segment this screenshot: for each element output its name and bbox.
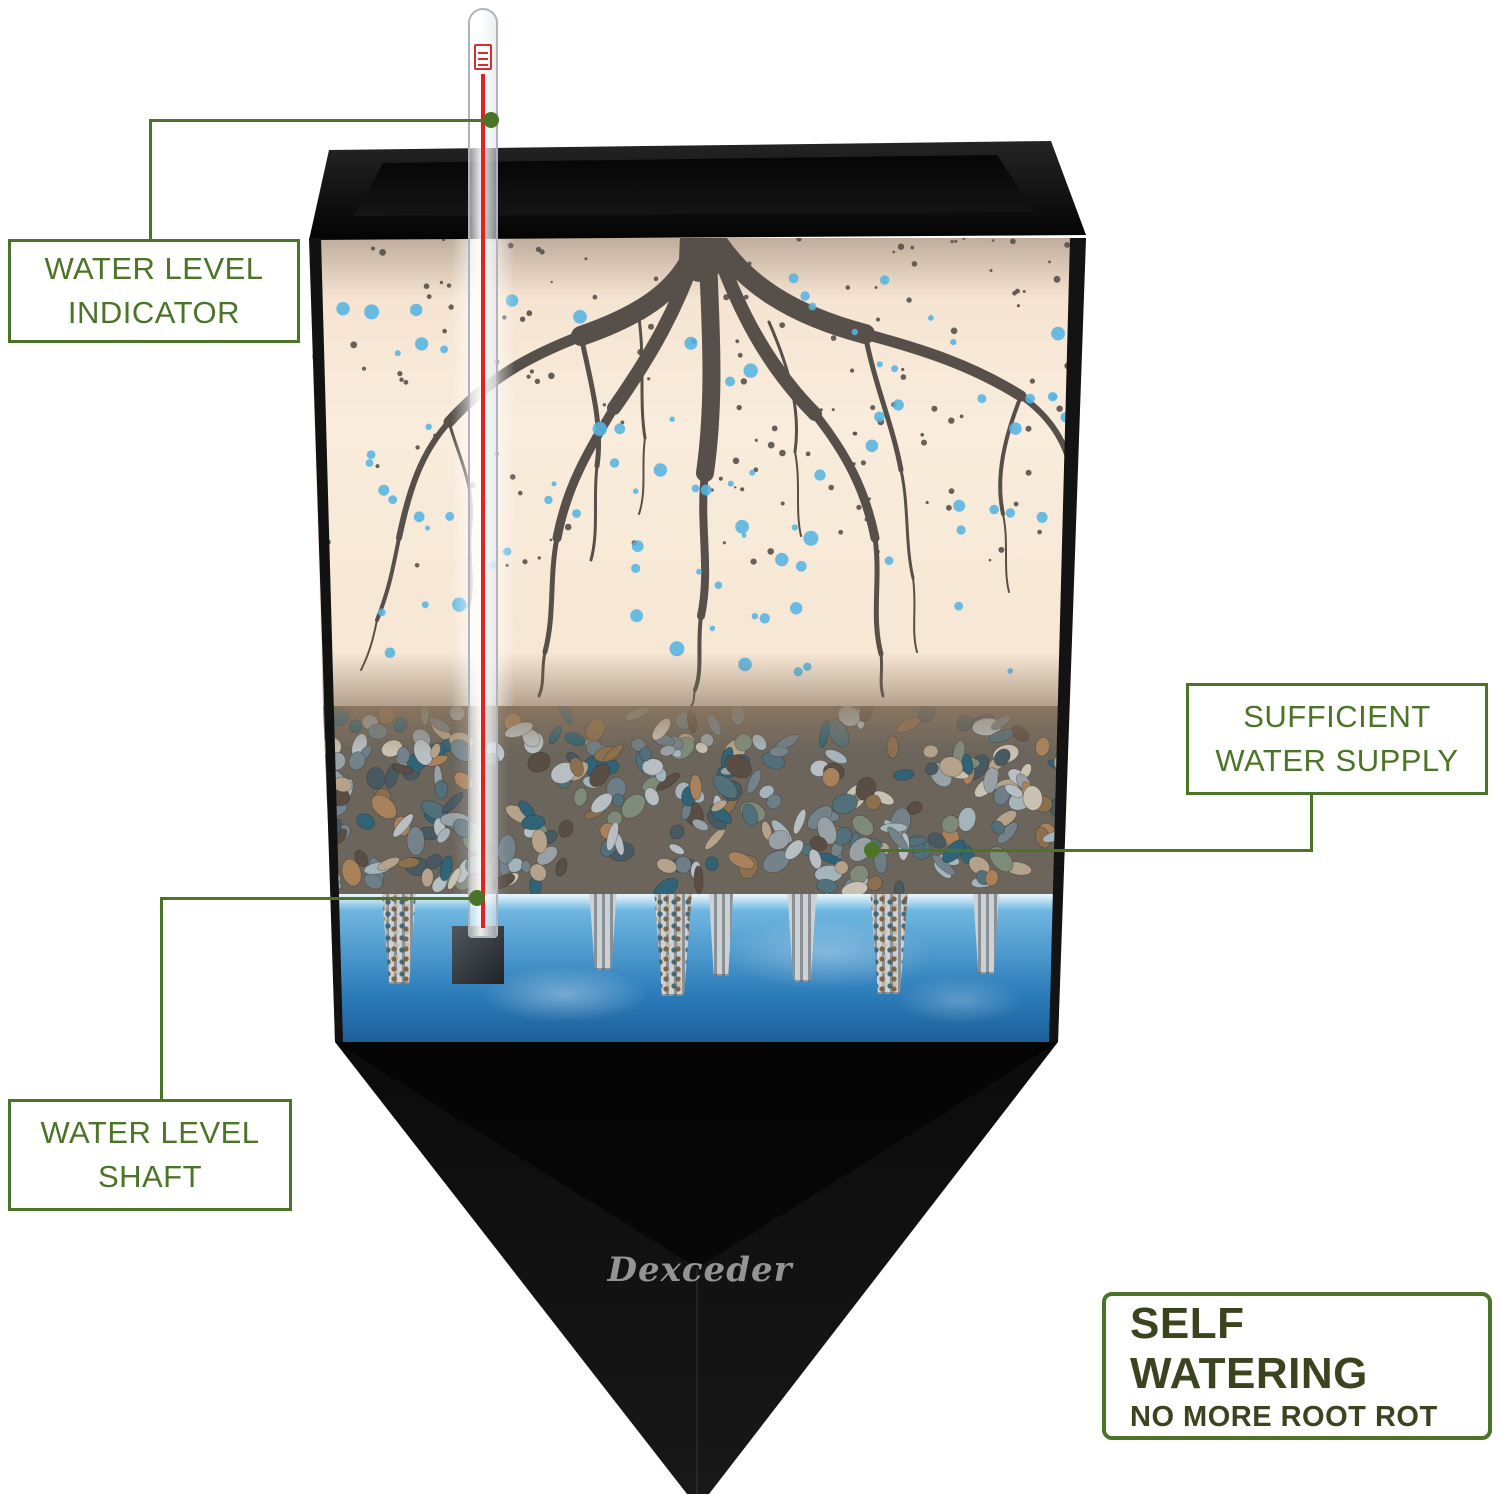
planter-rim [309, 141, 1086, 240]
roots-illustration [309, 238, 1074, 706]
badge-subtitle: NO MORE ROOT ROT [1130, 1400, 1438, 1433]
indicator-max-marker [474, 44, 492, 70]
connector-dot [864, 842, 880, 858]
water-level-indicator-tube [468, 8, 498, 938]
callout-label: SUFFICIENT WATER SUPPLY [1215, 698, 1459, 778]
water-droplets [336, 273, 1072, 677]
connector-line [149, 119, 491, 122]
soil-section [309, 238, 1086, 706]
soil-speckles [309, 238, 1071, 568]
callout-label: WATER LEVEL INDICATOR [44, 250, 264, 330]
callout-label: WATER LEVEL SHAFT [40, 1114, 260, 1194]
indicator-red-line [481, 74, 485, 928]
water-reservoir [331, 894, 1062, 1042]
badge-title: SELF WATERING [1130, 1298, 1368, 1398]
pebbles [323, 706, 1069, 894]
connector-line [1310, 795, 1313, 852]
selfwatering-badge: SELF WATERING NO MORE ROOT ROT [1102, 1292, 1492, 1440]
callout-water-level-shaft: WATER LEVEL SHAFT [8, 1099, 292, 1211]
connector-dot [469, 890, 485, 906]
connector-line [160, 897, 163, 1099]
connector-line [149, 119, 152, 239]
planter-opening [354, 155, 1034, 216]
connector-line [872, 849, 1313, 852]
gravel-layer [323, 706, 1069, 894]
brand-logo: Dexceder [607, 1250, 793, 1290]
connector-dot [483, 112, 499, 128]
callout-sufficient-water-supply: SUFFICIENT WATER SUPPLY [1186, 683, 1488, 795]
connector-line [160, 897, 477, 900]
callout-water-level-indicator: WATER LEVEL INDICATOR [8, 239, 300, 343]
